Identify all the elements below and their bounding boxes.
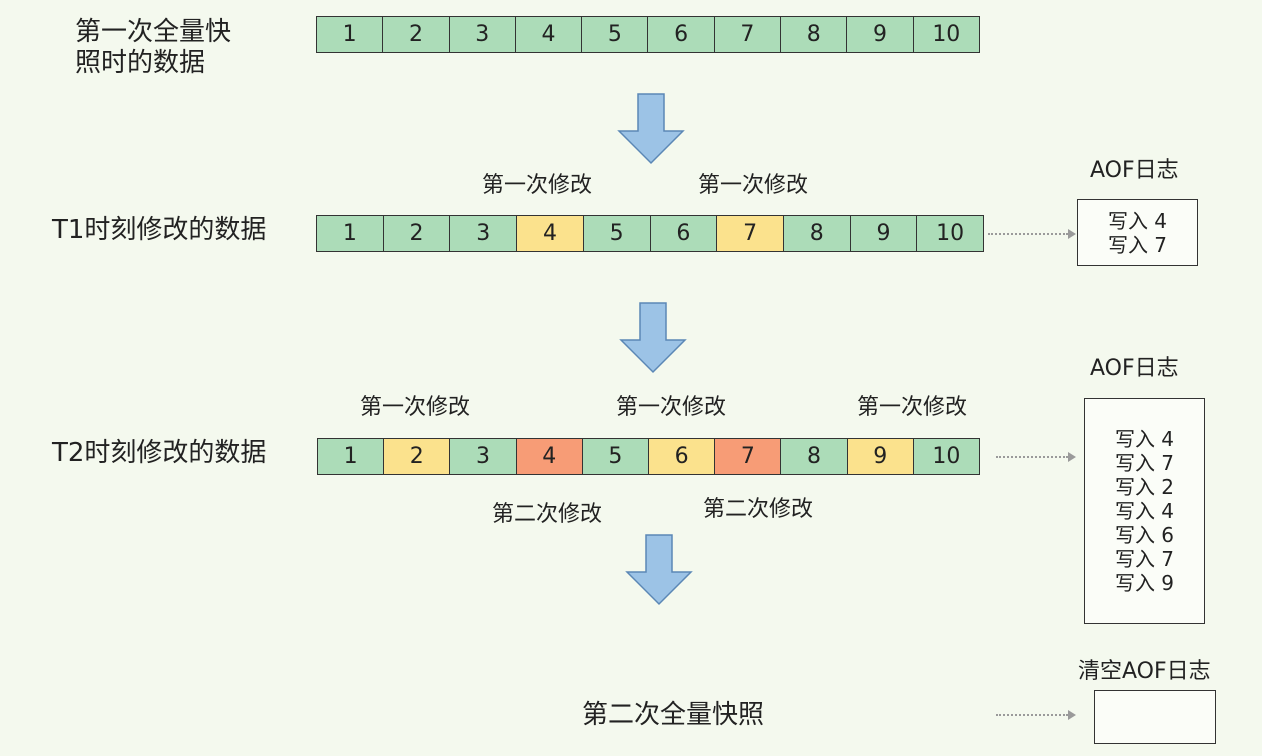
t1-first-mod-label-2: 第一次修改: [698, 173, 809, 198]
t2-first-mod-label-3: 第一次修改: [857, 395, 968, 420]
data-cell-1: 1: [317, 216, 384, 251]
data-cell-4: 4: [516, 439, 583, 474]
down-arrow-icon: [625, 534, 693, 606]
aof-entry: 写入 9: [1114, 571, 1175, 595]
data-cell-6: 6: [648, 17, 715, 52]
data-cell-10: 10: [913, 17, 979, 52]
t2-label: T2时刻修改的数据: [52, 438, 267, 468]
t1-aof-title: AOF日志: [1090, 158, 1179, 183]
data-cell-7: 7: [715, 439, 782, 474]
aof-entry: 写入 4: [1107, 208, 1168, 233]
down-arrow-icon: [617, 93, 685, 165]
data-cell-2: 2: [383, 216, 451, 251]
data-cell-5: 5: [582, 17, 649, 52]
final-dotted-connector: [996, 714, 1068, 716]
data-cell-7: 7: [714, 17, 782, 52]
aof-entry: 写入 6: [1114, 523, 1175, 547]
aof-entry: 写入 7: [1114, 547, 1175, 571]
data-cell-1: 1: [318, 439, 385, 474]
data-cell-6: 6: [650, 216, 718, 251]
data-cell-7: 7: [717, 216, 784, 251]
data-cell-6: 6: [649, 439, 716, 474]
snapshot1-label: 第一次全量快 照时的数据: [75, 17, 231, 79]
data-cell-3: 3: [449, 17, 516, 52]
final-aof-log-box-empty: [1094, 690, 1216, 744]
data-cell-10: 10: [913, 439, 980, 474]
snapshot1-label-line1: 第一次全量快: [75, 17, 232, 47]
data-cell-9: 9: [847, 17, 914, 52]
aof-entry: 写入 2: [1114, 475, 1175, 499]
data-cell-8: 8: [781, 439, 848, 474]
t1-label: T1时刻修改的数据: [52, 215, 267, 245]
t1-connector-arrowhead-icon: [1068, 229, 1076, 239]
t2-second-mod-label-1: 第二次修改: [492, 502, 603, 527]
data-cell-4: 4: [517, 216, 584, 251]
t2-connector-arrowhead-icon: [1068, 452, 1076, 462]
t1-dotted-connector: [988, 233, 1068, 235]
data-cell-4: 4: [515, 17, 583, 52]
aof-entry: 写入 7: [1107, 232, 1168, 257]
aof-entry: 写入 4: [1114, 427, 1175, 451]
down-arrow-icon: [619, 302, 687, 374]
data-cell-2: 2: [383, 17, 450, 52]
final-aof-title: 清空AOF日志: [1078, 659, 1211, 684]
t2-second-mod-label-2: 第二次修改: [703, 497, 814, 522]
t2-first-mod-label-1: 第一次修改: [360, 395, 471, 420]
snapshot2-label: 第二次全量快照: [582, 700, 765, 730]
t2-aof-title: AOF日志: [1090, 356, 1179, 381]
final-connector-arrowhead-icon: [1068, 710, 1076, 720]
aof-entry: 写入 7: [1114, 451, 1175, 475]
data-cell-8: 8: [781, 17, 848, 52]
data-cell-9: 9: [847, 439, 914, 474]
data-cell-3: 3: [450, 216, 518, 251]
data-cell-2: 2: [384, 439, 451, 474]
data-cell-3: 3: [450, 439, 517, 474]
t2-first-mod-label-2: 第一次修改: [616, 395, 727, 420]
data-cell-5: 5: [583, 216, 651, 251]
t1-first-mod-label-1: 第一次修改: [482, 173, 593, 198]
aof-entry: 写入 4: [1114, 499, 1175, 523]
data-cell-8: 8: [783, 216, 851, 251]
data-cell-10: 10: [917, 216, 984, 251]
data-cell-1: 1: [317, 17, 384, 52]
t2-dotted-connector: [996, 456, 1068, 458]
data-cell-5: 5: [582, 439, 650, 474]
snapshot1-label-line2: 照时的数据: [75, 48, 206, 78]
data-cell-9: 9: [850, 216, 918, 251]
